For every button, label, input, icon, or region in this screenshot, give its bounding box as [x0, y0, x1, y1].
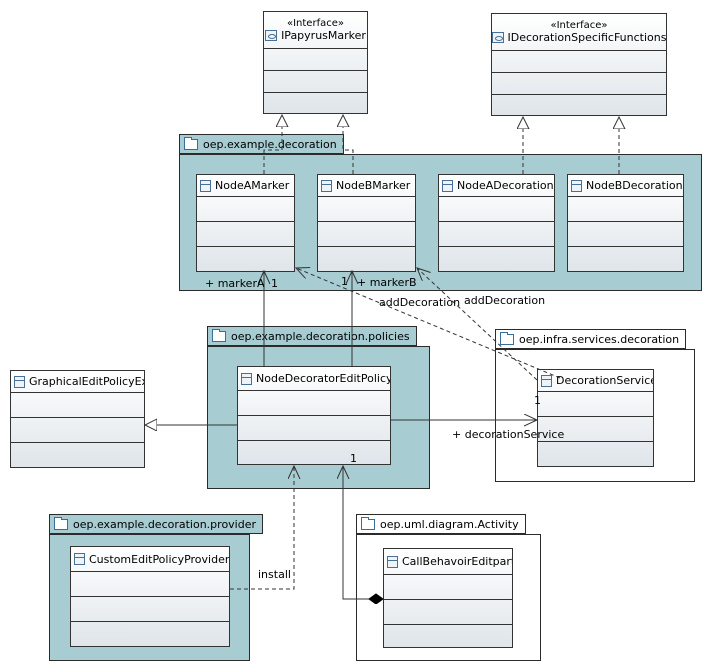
package-tab-services[interactable]: oep.infra.services.decoration [495, 329, 687, 349]
class-icon [14, 375, 25, 388]
class-name: NodeADecoration [457, 179, 554, 192]
realization-node-b-marker [343, 115, 354, 174]
package-icon [500, 331, 514, 345]
class-icon [571, 179, 582, 192]
label-add-decoration-1: addDecoration [379, 296, 461, 309]
dependency-install [230, 466, 294, 590]
package-label-policies: oep.example.decoration.policies [231, 329, 410, 343]
class-decoration-service[interactable]: DecorationService [537, 369, 654, 467]
package-icon [212, 328, 226, 342]
class-name: DecorationService [556, 374, 654, 387]
class-icon [200, 179, 211, 192]
dependency-add-decoration-a [296, 268, 561, 379]
multiplicity-marker-a: 1 [271, 277, 278, 290]
interface-ipapyrus-marker[interactable]: «Interface» IPapyrusMarker [263, 11, 368, 114]
class-node-a-marker[interactable]: NodeAMarker [196, 174, 295, 272]
class-name: CustomEditPolicyProvider [89, 552, 230, 566]
package-label-activity: oep.uml.diagram.Activity [380, 517, 519, 531]
class-call-behavoir-editpart[interactable]: CallBehavoirEditpart [383, 548, 513, 648]
class-name: NodeBMarker [336, 179, 411, 192]
package-label-provider: oep.example.decoration.provider [73, 517, 257, 531]
package-tab-decoration[interactable]: oep.example.decoration [179, 134, 344, 154]
realization-node-a-marker [263, 115, 282, 174]
class-node-decorator-edit-policy[interactable]: NodeDecoratorEditPolicy [237, 366, 391, 465]
package-label-decoration: oep.example.decoration [203, 137, 337, 151]
class-custom-edit-policy-provider[interactable]: CustomEditPolicyProvider [70, 546, 230, 647]
class-name: NodeAMarker [215, 179, 290, 192]
interface-stereotype: «Interface» [286, 18, 344, 29]
composition-call-behavior [343, 466, 383, 599]
class-icon [74, 553, 85, 565]
multiplicity-decoration-service: 1 [534, 394, 541, 407]
class-name: NodeBDecoration [586, 179, 683, 192]
class-node-b-marker[interactable]: NodeBMarker [317, 174, 416, 272]
multiplicity-marker-b: 1 [341, 275, 348, 288]
class-icon [387, 555, 398, 568]
interface-idecoration-specific-functions[interactable]: «Interface» IDecorationSpecificFunctions [491, 13, 667, 116]
class-node-a-decoration[interactable]: NodeADecoration [438, 174, 555, 272]
interface-icon [492, 32, 504, 43]
package-icon [54, 516, 68, 530]
class-name: NodeDecoratorEditPolicy [256, 372, 391, 385]
class-name: GraphicalEditPolicyEx [29, 375, 145, 388]
multiplicity-policy: 1 [350, 452, 357, 465]
class-icon [442, 179, 453, 192]
interface-stereotype: «Interface» [550, 20, 608, 31]
class-icon [541, 374, 552, 387]
package-tab-policies[interactable]: oep.example.decoration.policies [207, 326, 417, 346]
label-add-decoration-2: addDecoration [464, 294, 546, 307]
class-node-b-decoration[interactable]: NodeBDecoration [567, 174, 684, 272]
package-icon [184, 136, 198, 150]
interface-icon [265, 30, 278, 41]
package-tab-activity[interactable]: oep.uml.diagram.Activity [356, 514, 526, 534]
interface-name: IPapyrusMarker [281, 29, 366, 42]
package-tab-provider[interactable]: oep.example.decoration.provider [49, 514, 264, 534]
role-decoration-service: + decorationService [452, 428, 565, 441]
role-marker-a: + markerA [205, 277, 265, 290]
label-install: install [258, 568, 291, 581]
dependency-add-decoration-b [417, 268, 538, 381]
interface-name: IDecorationSpecificFunctions [507, 31, 667, 44]
class-name: CallBehavoirEditpart [402, 555, 513, 568]
class-icon [241, 372, 252, 385]
class-icon [321, 179, 332, 192]
package-label-services: oep.infra.services.decoration [519, 332, 680, 346]
role-marker-b: + markerB [357, 276, 417, 289]
